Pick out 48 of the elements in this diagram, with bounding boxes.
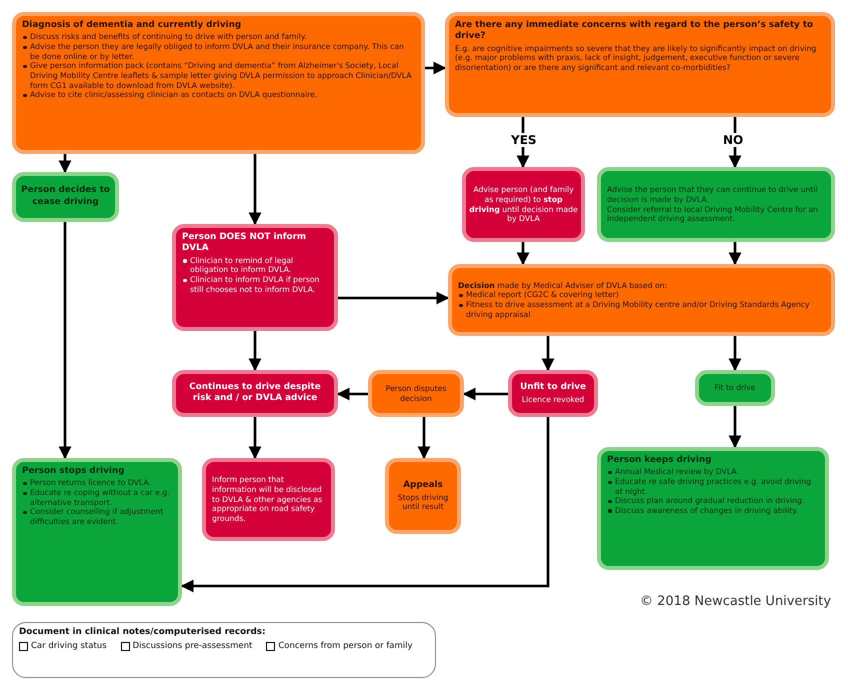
edge-label: NO [721, 133, 746, 147]
arrow [336, 388, 368, 400]
arrow [462, 388, 508, 400]
outcome-box [597, 447, 829, 570]
checklist-panel [12, 622, 436, 678]
node-heading: Person stops driving [22, 466, 126, 478]
checklist-item: Car driving status [31, 641, 107, 652]
arrow [728, 242, 742, 266]
node-heading: Are there any immediate concerns with regard to the person’s safety to drive? [455, 20, 814, 43]
node-text: Person decides to cease driving [20, 185, 111, 208]
edge-label: YES [509, 133, 539, 147]
arrow [728, 406, 742, 448]
node-heading: Person DOES NOT inform DVLA [182, 232, 308, 255]
process-box [172, 224, 338, 331]
arrow [418, 417, 430, 460]
arrow [180, 417, 550, 592]
checklist-heading: Document in clinical notes/computerised records: [19, 627, 267, 638]
process-box [448, 264, 835, 336]
node-heading: Appeals [402, 480, 444, 492]
outcome-box [172, 370, 338, 417]
arrow [338, 292, 450, 304]
arrow [248, 417, 262, 460]
process-box [385, 458, 461, 534]
arrow [516, 242, 530, 266]
decision-box [445, 12, 835, 117]
arrow [58, 154, 72, 174]
process-box [12, 12, 425, 154]
arrow [248, 331, 262, 372]
node-heading: Diagnosis of dementia and currently driving [22, 20, 242, 32]
node-text: Continues to drive despite risk and / or DVLA advice [188, 382, 322, 404]
arrow [248, 154, 262, 226]
node-heading: Person keeps driving [607, 455, 712, 466]
process-box [202, 458, 335, 541]
outcome-box [695, 370, 775, 406]
copyright-note: © 2018 Newcastle University [640, 594, 832, 609]
advice-box [597, 167, 835, 242]
checklist-item: Discussions pre-assessment [132, 641, 252, 652]
checklist-item: Concerns from person or family [278, 641, 413, 652]
advice-box [462, 167, 585, 242]
arrow [542, 336, 554, 372]
arrow [425, 62, 446, 74]
outcome-box [12, 172, 119, 222]
outcome-box [508, 370, 598, 417]
outcome-box [12, 458, 182, 606]
node-heading: Unfit to drive [519, 382, 587, 394]
arrow [58, 222, 72, 460]
arrow [728, 336, 742, 372]
process-box [368, 370, 464, 417]
